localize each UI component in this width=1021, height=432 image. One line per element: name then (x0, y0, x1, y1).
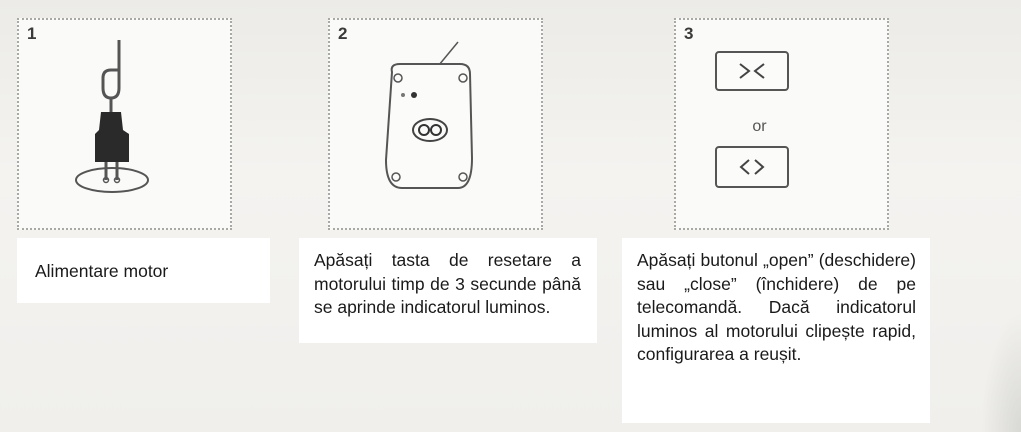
step-2-caption-box: Apăsați tasta de resetare a motorului ti… (299, 238, 597, 343)
motor-reset-button-icon (384, 41, 474, 189)
or-label: or (752, 118, 767, 135)
remote-open-close-buttons-icon (715, 51, 789, 188)
step-2-panel: 2 (328, 18, 543, 230)
step-1-panel: 1 (17, 18, 232, 230)
step-1-number: 1 (27, 24, 37, 43)
step-3-caption-box: Apăsați butonul „open” (deschidere) sau … (622, 238, 930, 423)
step-1-caption: Alimentare motor (35, 261, 169, 281)
step-3-number: 3 (684, 24, 694, 43)
step-1-caption-box: Alimentare motor (17, 238, 270, 303)
power-plug-icon (75, 40, 149, 193)
step-3-panel: 3 or (674, 18, 889, 230)
page-corner-shadow (981, 312, 1021, 432)
step-2-caption: Apăsați tasta de resetare a motorului ti… (314, 250, 581, 317)
step-3-caption: Apăsați butonul „open” (deschidere) sau … (637, 250, 916, 364)
step-2-number: 2 (338, 24, 348, 43)
